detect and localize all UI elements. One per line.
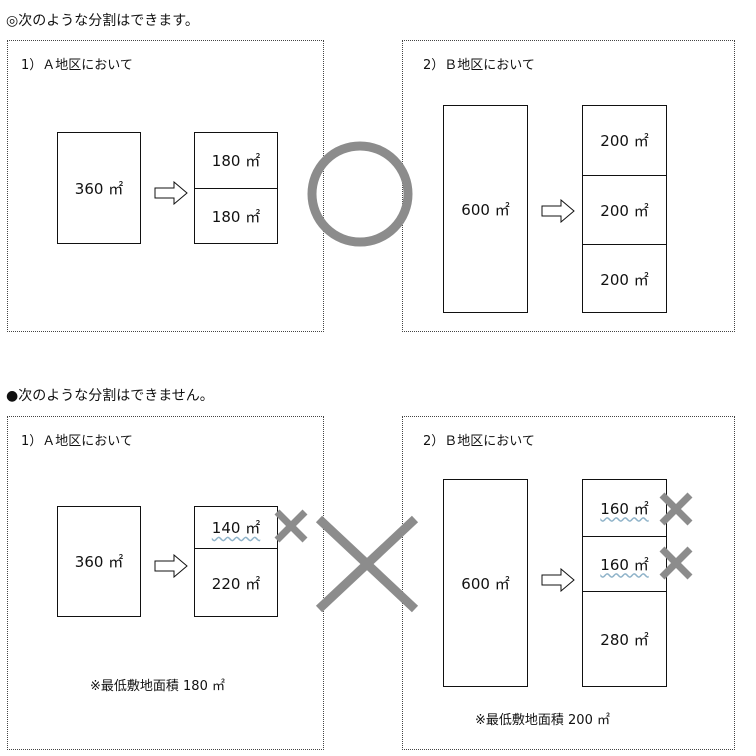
undersized-lot: 160 ㎡: [583, 480, 666, 536]
not-allowed-heading: ●次のような分割はできません。: [6, 388, 214, 404]
cross-small-icon: [659, 492, 693, 526]
undersized-lot-label: 160 ㎡: [600, 555, 649, 574]
right-arrow-icon: [541, 199, 575, 223]
allowed-heading: ◎次のような分割はできます。: [6, 13, 199, 29]
panel-a-title: 1）Ａ地区において: [21, 434, 133, 449]
not-allowed-panel-a: 1）Ａ地区において 360 ㎡ 140 ㎡ 220 ㎡ ※最低敷地面積 180 …: [7, 416, 324, 750]
undersized-lot-label: 160 ㎡: [600, 499, 649, 518]
circle-ok-icon: [307, 141, 413, 247]
panel-b-title: 2）Ｂ地区において: [423, 434, 535, 449]
right-arrow-icon: [541, 568, 575, 592]
panel-b-title: 2）Ｂ地区において: [423, 58, 535, 73]
divided-lots: 140 ㎡ 220 ㎡: [194, 506, 278, 617]
divided-lot: 280 ㎡: [583, 591, 666, 687]
right-arrow-icon: [154, 181, 188, 205]
right-arrow-icon: [154, 554, 188, 578]
allowed-panel-a: 1）Ａ地区において 360 ㎡ 180 ㎡ 180 ㎡: [7, 40, 324, 332]
undersized-lot: 160 ㎡: [583, 536, 666, 591]
divided-lot: 180 ㎡: [211, 152, 261, 170]
original-lot: 600 ㎡: [443, 479, 528, 687]
original-lot: 360 ㎡: [57, 132, 141, 244]
panel-a-title: 1）Ａ地区において: [21, 58, 133, 73]
minimum-area-note: ※最低敷地面積 180 ㎡: [90, 679, 225, 694]
cross-ng-icon: [315, 515, 419, 613]
divided-lot: 200 ㎡: [600, 132, 649, 150]
cross-small-icon: [274, 509, 308, 543]
allowed-panel-b: 2）Ｂ地区において 600 ㎡ 200 ㎡ 200 ㎡ 200 ㎡: [402, 40, 735, 332]
original-lot: 600 ㎡: [443, 105, 528, 313]
divided-lot: 220 ㎡: [195, 548, 277, 617]
divided-lot: 200 ㎡: [583, 244, 666, 313]
divided-lots: 180 ㎡ 180 ㎡: [194, 132, 278, 244]
divided-lot: 180 ㎡: [195, 188, 277, 244]
undersized-lot-label: 140 ㎡: [211, 519, 261, 537]
minimum-area-note: ※最低敷地面積 200 ㎡: [475, 713, 610, 728]
divided-lots: 200 ㎡ 200 ㎡ 200 ㎡: [582, 105, 667, 313]
divided-lot: 200 ㎡: [583, 175, 666, 244]
original-lot: 360 ㎡: [57, 506, 141, 617]
undersized-lot: 140 ㎡: [195, 507, 277, 548]
cross-small-icon: [659, 546, 693, 580]
not-allowed-panel-b: 2）Ｂ地区において 600 ㎡ 160 ㎡ 160 ㎡ 280 ㎡ ※最低敷地面…: [402, 416, 735, 750]
divided-lots: 160 ㎡ 160 ㎡ 280 ㎡: [582, 479, 667, 687]
